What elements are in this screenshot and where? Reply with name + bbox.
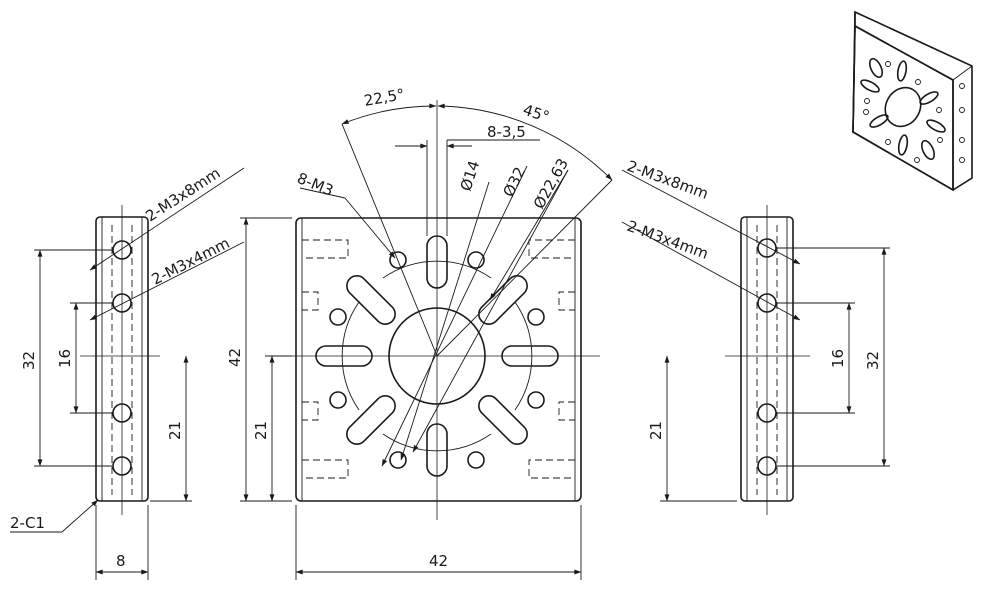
right-hole-3 [757,403,777,423]
left-hole-1 [112,240,132,260]
center-bore [388,307,486,405]
dim-width-42 [295,505,582,580]
label-offset-21-front: 21 [252,421,270,440]
slot-diag-lr [478,395,528,445]
angle-dims [341,103,613,357]
left-hole-2 [112,293,132,313]
right-hole-1 [757,238,777,258]
right-hole-4 [757,456,777,476]
left-label-thickness-8: 8 [116,552,126,570]
label-dia-22-63: Ø22,63 [530,155,572,212]
right-label-span-32: 32 [864,351,882,370]
right-label-span-16: 16 [829,349,847,368]
label-angle-22-5: 22,5° [363,85,406,110]
dim-offset-21 [265,355,292,502]
dim-height-42 [240,217,292,502]
left-label-span-32: 32 [20,351,38,370]
slot-left [315,345,373,367]
left-label-offset-21: 21 [166,421,184,440]
front-view: 22,5° 45° 8-3,5 8-M3 Ø14 Ø32 Ø22,63 42 4… [226,85,613,580]
left-hole-3 [112,403,132,423]
label-dia-14: Ø14 [457,158,484,193]
hidden-side-holes [302,239,575,479]
left-label-chamfer: 2-C1 [10,514,45,532]
right-side-view: 2-M3x8mm 2-M3x4mm 32 16 21 [621,157,890,515]
label-slots: 8-3,5 [487,123,526,141]
dim-slot-width [395,139,540,236]
right-label-thread-4: 2-M3x4mm [625,217,711,263]
slot-top [426,235,448,289]
plate-outline [295,217,582,502]
isometric-view [852,10,973,192]
label-holes-m3: 8-M3 [295,169,336,200]
slot-diag-ul [346,275,396,325]
label-height-42: 42 [226,348,244,367]
left-label-thread-8: 2-M3x8mm [142,164,223,225]
m3-holes [329,251,545,469]
slot-diag-ll [346,395,396,445]
label-width-42: 42 [429,552,448,570]
slot-diag-ur [478,275,528,325]
right-label-thread-8: 2-M3x8mm [625,157,711,203]
slot-right [501,345,559,367]
left-label-thread-4: 2-M3x4mm [149,234,233,289]
left-label-span-16: 16 [56,349,74,368]
bolt-circle-arc [514,301,533,411]
left-hole-4 [112,456,132,476]
right-hole-2 [757,293,777,313]
slot-bottom [426,423,448,477]
label-dia-32: Ø32 [499,164,529,200]
right-label-offset-21: 21 [647,421,665,440]
diameter-leaders [299,165,569,467]
left-side-view: 2-M3x8mm 2-M3x4mm 32 16 21 8 2-C1 [10,164,245,580]
